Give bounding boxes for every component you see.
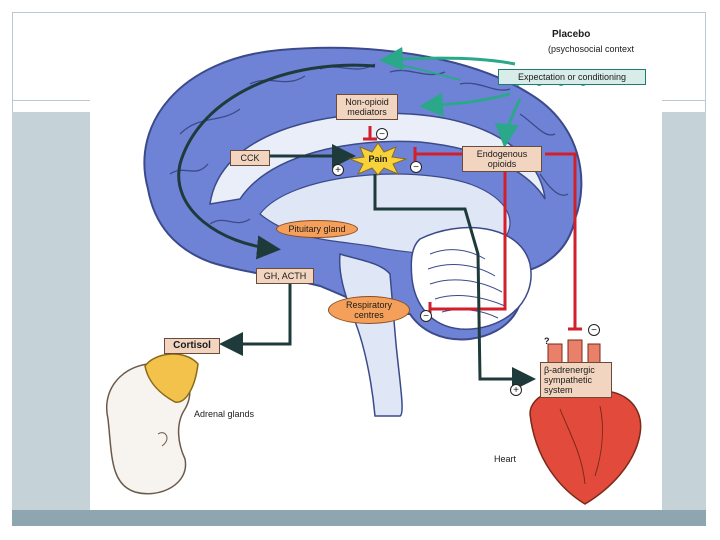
heart-label: Heart <box>494 454 517 464</box>
beta-line3: system <box>544 385 573 395</box>
expectation-box: Expectation or conditioning <box>498 69 646 85</box>
respiratory-line2: centres <box>354 310 384 320</box>
minus-sign-sympathetic: − <box>588 324 600 336</box>
beta-line2: sympathetic <box>544 375 593 385</box>
diagram-artwork <box>105 46 642 505</box>
respiratory-centres-oval: Respiratory centres <box>328 296 410 324</box>
right-band <box>662 112 706 510</box>
left-band <box>12 112 90 510</box>
beta-adrenergic-box: β-adrenergic sympathetic system <box>540 362 612 398</box>
non-opioid-mediators-box: Non-opioid mediators <box>336 94 398 120</box>
endogenous-opioids-box: Endogenous opioids <box>462 146 542 172</box>
plus-sign-cck: + <box>332 164 344 176</box>
adrenal-glands-label: Adrenal glands <box>194 409 255 419</box>
psychosocial-context-label: (psychosocial context <box>548 44 635 54</box>
kidney-illustration <box>105 353 199 495</box>
endogenous-line2: opioids <box>487 159 517 169</box>
pain-burst <box>348 142 408 176</box>
placebo-label: Placebo <box>552 29 591 40</box>
pain-label: Pain <box>368 154 388 164</box>
cortisol-box: Cortisol <box>164 338 220 354</box>
bottom-band <box>12 510 706 526</box>
pituitary-gland-oval: Pituitary gland <box>276 220 358 238</box>
brain-gyri <box>169 63 569 225</box>
minus-sign-mediators: − <box>376 128 388 140</box>
beta-line1: β-adrenergic <box>544 365 595 375</box>
endogenous-line1: Endogenous <box>476 149 528 159</box>
respiratory-line1: Respiratory <box>345 300 392 310</box>
plus-sign-sympathetic: + <box>510 384 522 396</box>
excitatory-pathways <box>219 144 536 391</box>
cck-box: CCK <box>230 150 270 166</box>
placebo-pathway-figure: Placebo (psychosocial context Expectatio… <box>90 14 662 510</box>
non-opioid-line1: Non-opioid <box>345 97 389 107</box>
adrenal-gland <box>144 353 199 403</box>
inhibitory-pathways <box>363 126 582 331</box>
non-opioid-line2: mediators <box>347 107 387 117</box>
cerebellum <box>410 226 532 330</box>
question-mark: ? <box>544 336 550 346</box>
gh-acth-box: GH, ACTH <box>256 268 314 284</box>
minus-sign-respiratory: − <box>420 310 432 322</box>
minus-sign-opioids: − <box>410 161 422 173</box>
